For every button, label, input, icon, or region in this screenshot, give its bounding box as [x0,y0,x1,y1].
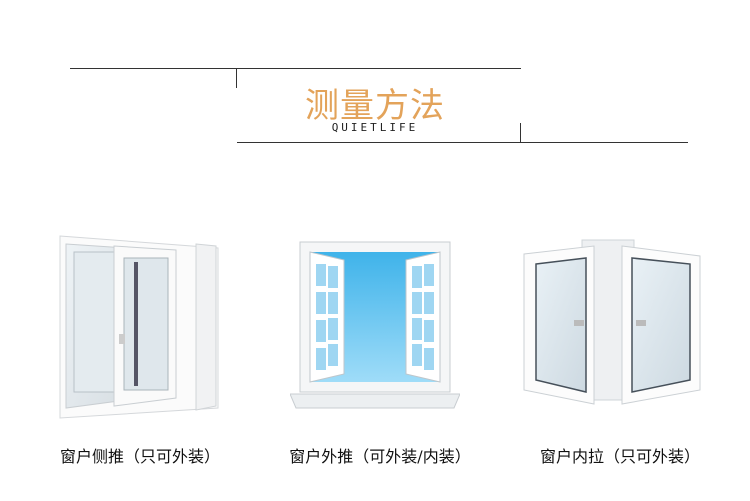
header-tick-left [236,68,237,88]
sliding-window-icon [56,230,226,420]
header-rule-bottom [237,142,688,143]
caption-sliding-window: 窗户侧推（只可外装） [59,447,220,466]
outward-casement-window-icon [289,238,461,414]
caption-inward-window: 窗户内拉（只可外装） [539,447,700,466]
header-tick-right [520,123,521,143]
page-title: 测量方法 [305,86,445,126]
brand-subtitle: QUIETLIFE [331,121,419,134]
caption-outward-window: 窗户外推（可外装/内装） [289,447,471,466]
header-rule-top [70,68,521,69]
inward-casement-window-icon [522,234,702,410]
